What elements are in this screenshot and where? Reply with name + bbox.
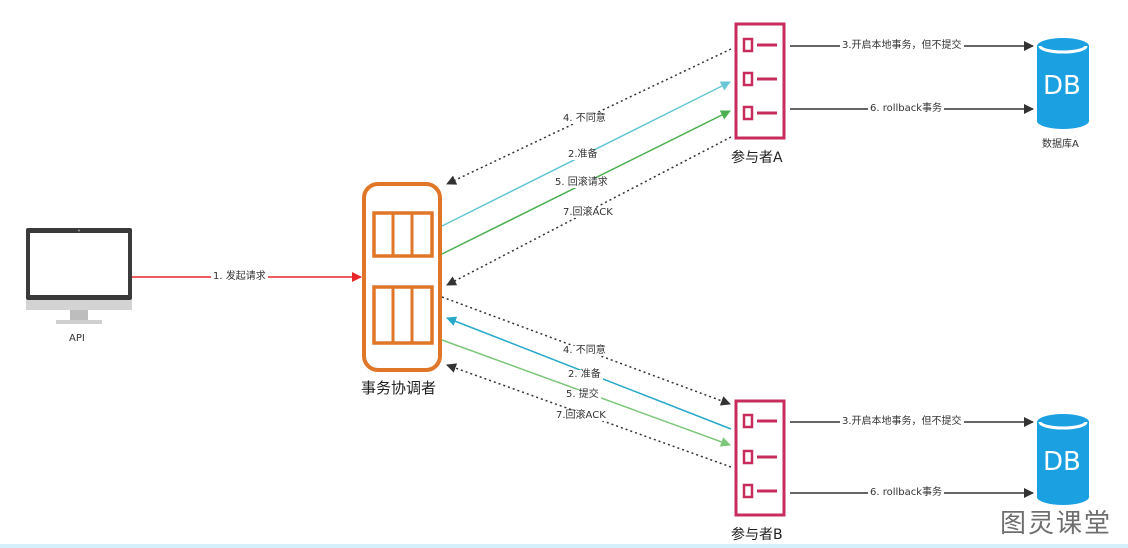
edge-label-b-rollback-ack: 7.回滚ACK xyxy=(554,410,608,421)
edge-label-b-disagree: 4. 不同意 xyxy=(561,345,608,356)
edge-label-a-disagree: 4. 不同意 xyxy=(561,113,608,124)
api-label: API xyxy=(69,333,85,344)
edge-label-api-request: 1. 发起请求 xyxy=(211,271,268,282)
db-a-text: DB xyxy=(1043,71,1081,101)
db-a-icon xyxy=(1037,38,1089,129)
edge-b-disagree xyxy=(441,296,731,406)
participant-a-icon xyxy=(734,22,786,140)
edge-label-b-rollback-tx: 6. rollback事务 xyxy=(868,487,945,498)
edge-label-a-start-tx: 3.开启本地事务，但不提交 xyxy=(840,40,964,51)
edge-label-a-rollback-ack: 7.回滚ACK xyxy=(561,207,615,218)
bottom-border xyxy=(0,544,1128,548)
edge-label-a-prepare: 2.准备 xyxy=(566,149,600,160)
coordinator-icon xyxy=(362,182,442,372)
watermark: 图灵课堂 xyxy=(999,509,1112,539)
db-b-icon xyxy=(1037,414,1089,505)
db-a-label: 数据库A xyxy=(1042,139,1079,150)
participant-b-label: 参与者B xyxy=(731,527,783,543)
participant-b-icon xyxy=(734,399,786,517)
edge-label-b-prepare: 2. 准备 xyxy=(566,369,603,380)
participant-a-label: 参与者A xyxy=(731,150,783,166)
edge-label-a-rollback-tx: 6. rollback事务 xyxy=(868,103,945,114)
monitor-icon xyxy=(26,228,132,324)
edge-label-b-start-tx: 3.开启本地事务，但不提交 xyxy=(840,416,964,427)
edge-label-a-rollback-request: 5. 回滚请求 xyxy=(553,177,610,188)
db-b-text: DB xyxy=(1043,447,1081,477)
edge-label-b-commit: 5. 提交 xyxy=(564,389,601,400)
coordinator-label: 事务协调者 xyxy=(361,379,437,397)
